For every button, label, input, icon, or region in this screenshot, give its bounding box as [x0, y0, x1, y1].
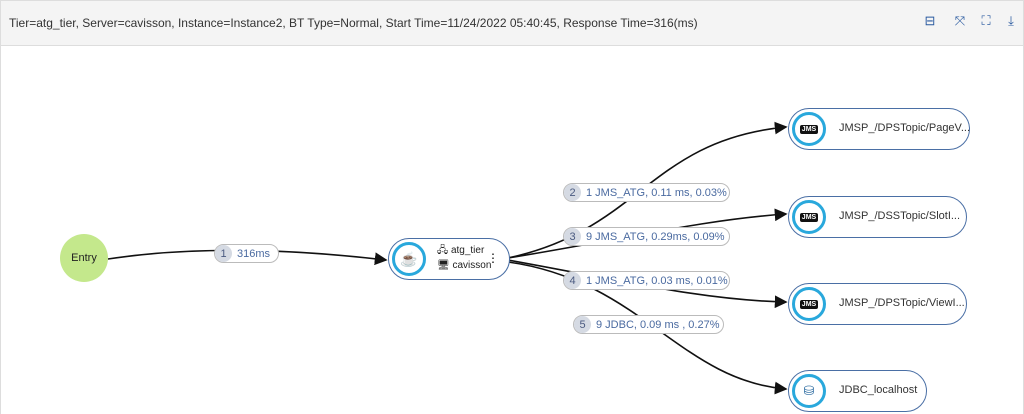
server-label: 🖥 cavisson	[437, 260, 492, 271]
search-preview-icon[interactable]: ⊟	[924, 13, 936, 28]
fullscreen-icon[interactable]: ⛶	[981, 13, 991, 28]
jms-icon: JMS	[792, 112, 826, 146]
entry-node[interactable]: Entry	[60, 234, 108, 282]
node-menu-icon[interactable]: ⋮	[487, 251, 499, 265]
fit-icon[interactable]: ⤧	[954, 13, 966, 28]
jms-icon: JMS	[792, 287, 826, 321]
tier-label: 🖧 atg_tier	[437, 245, 485, 256]
header-bar: Tier=atg_tier, Server=cavisson, Instance…	[0, 0, 1024, 46]
transaction-title: Tier=atg_tier, Server=cavisson, Instance…	[9, 16, 698, 30]
download-icon[interactable]: ⤓	[1008, 13, 1014, 28]
jms-icon: JMS	[792, 200, 826, 234]
java-icon: ☕	[392, 242, 426, 276]
java-node[interactable]: ☕ 🖧 atg_tier 🖥 cavisson ⋮	[388, 238, 510, 280]
database-icon: ⛁	[792, 374, 826, 408]
jdbc-node[interactable]: ⛁JDBC_localhost	[788, 370, 927, 412]
